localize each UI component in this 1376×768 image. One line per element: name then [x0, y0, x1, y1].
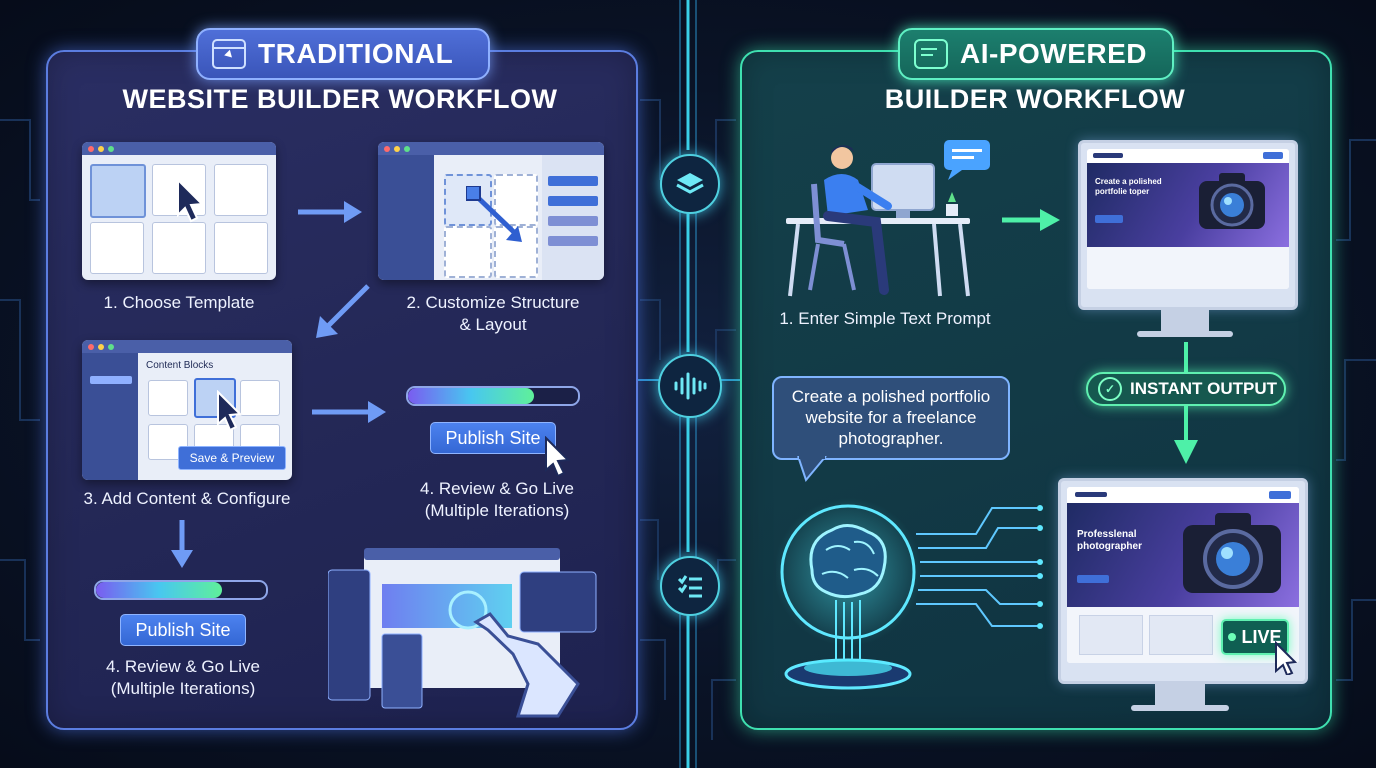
arrow-down-left-icon	[316, 284, 370, 338]
step2-label-line2: & Layout	[459, 315, 527, 334]
step4a-label-line2: (Multiple Iterations)	[424, 501, 570, 520]
step1-label: 1. Choose Template	[103, 293, 255, 312]
step4a-label-line1: 4. Review & Go Live	[419, 479, 574, 498]
camera-icon	[1199, 173, 1265, 229]
cursor-icon	[545, 436, 571, 476]
ai-step1-label: 1. Enter Simple Text Prompt	[779, 309, 991, 328]
live-dot	[1228, 633, 1237, 641]
template-window	[82, 142, 276, 280]
step4b-label-line2: (Multiple Iterations)	[110, 679, 256, 698]
layers-icon	[660, 154, 720, 214]
prompt-line-1: Create a polished portfolio	[791, 387, 991, 406]
bubble-tail	[797, 456, 827, 483]
cursor-icon	[217, 390, 243, 432]
preview-bottom-headline-1: Professlenal	[1077, 529, 1137, 540]
layout-window	[378, 142, 604, 280]
check-icon: ✓	[1098, 377, 1122, 401]
progress-bar-upper	[406, 386, 580, 406]
monitor-bottom: Professlenal photographer LIVE	[1058, 478, 1308, 711]
step2-label-line1: 2. Customize Structure	[406, 293, 580, 312]
prompt-line-2: website for a freelance	[805, 408, 977, 427]
publish-site-button-lower[interactable]: Publish Site	[120, 614, 246, 646]
instant-output-label: INSTANT OUTPUT	[1130, 379, 1278, 398]
monitor-top: Create a polished portfolie toper	[1078, 140, 1298, 337]
waveform-icon	[658, 354, 722, 418]
live-label: LIVE	[1241, 626, 1282, 647]
arrow-right-icon	[1002, 209, 1060, 231]
chat-icon	[914, 39, 948, 69]
arrow-down-icon	[171, 520, 193, 568]
preview-top-headline-2: portfolie toper	[1095, 187, 1150, 196]
content-window: Content Blocks Save & Preview	[82, 340, 292, 480]
move-arrow-icon	[466, 186, 522, 242]
ai-subtitle: BUILDER WORKFLOW	[884, 84, 1186, 114]
progress-bar-lower	[94, 580, 268, 600]
step3-label: 3. Add Content & Configure	[83, 489, 291, 508]
cursor-icon	[1275, 641, 1298, 675]
publish-site-button-upper[interactable]: Publish Site	[430, 422, 556, 454]
progress-fill	[96, 582, 222, 598]
save-preview-button[interactable]: Save & Preview	[178, 446, 286, 470]
instant-output-badge: ✓ INSTANT OUTPUT	[1086, 372, 1286, 406]
browser-cursor-icon	[212, 39, 246, 69]
preview-top-headline-1: Create a polished	[1095, 177, 1162, 186]
progress-fill	[408, 388, 534, 404]
content-blocks-title: Content Blocks	[146, 360, 214, 371]
arrow-right-icon	[298, 201, 362, 223]
checklist-icon	[660, 556, 720, 616]
prompt-line-3: photographer.	[838, 429, 944, 448]
step4b-label-line1: 4. Review & Go Live	[105, 657, 260, 676]
preview-bottom-headline-2: photographer	[1077, 541, 1142, 552]
ai-title: AI-POWERED	[960, 38, 1147, 69]
traditional-title: TRADITIONAL	[258, 38, 454, 69]
prompt-bubble: Create a polished portfolio website for …	[772, 376, 1010, 460]
traditional-title-pill: TRADITIONAL	[196, 28, 490, 80]
camera-icon	[1183, 513, 1281, 593]
arrow-right-icon	[312, 401, 386, 423]
multi-window-touch-illustration	[328, 548, 597, 718]
ai-title-pill: AI-POWERED	[898, 28, 1174, 80]
person-at-desk-illustration	[786, 140, 990, 297]
brain-hologram-illustration	[776, 498, 1043, 690]
traditional-subtitle: WEBSITE BUILDER WORKFLOW	[122, 84, 558, 114]
cursor-icon	[177, 177, 205, 223]
